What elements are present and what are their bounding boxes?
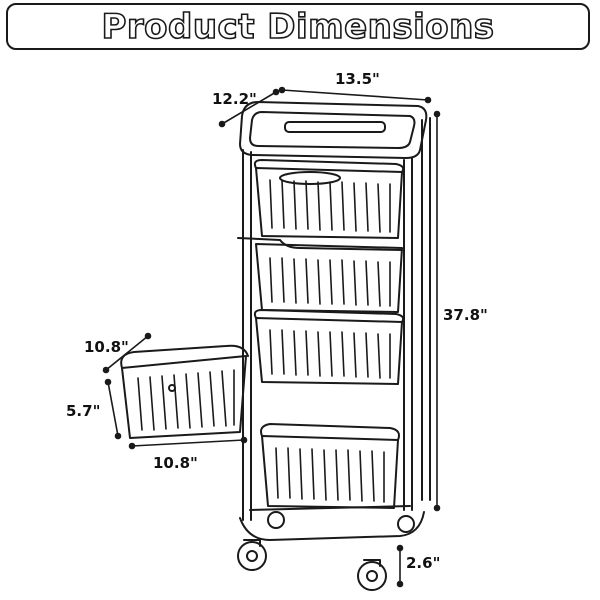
- height-label: 37.8": [443, 306, 488, 324]
- wheels: [237, 511, 415, 591]
- wheel-icon: [397, 515, 415, 533]
- top-width-label: 13.5": [335, 70, 380, 88]
- basket-depth-label: 10.8": [84, 338, 129, 356]
- wheel-icon: [357, 559, 387, 591]
- dimension-lines: [102, 86, 441, 588]
- basket-tier-1: [253, 159, 405, 239]
- basket-tier-4: [260, 423, 400, 509]
- basket-tier-3: [253, 309, 405, 385]
- basket-width-label: 10.8": [153, 454, 198, 472]
- cart-base: [239, 505, 425, 541]
- page-title: Product Dimensions: [101, 6, 495, 48]
- title-banner: Product Dimensions: [6, 3, 590, 50]
- basket-tier-2: [237, 237, 403, 313]
- wheel-height-label: 2.6": [406, 554, 441, 572]
- cart-frame: [242, 117, 431, 521]
- top-depth-label: 12.2": [212, 90, 257, 108]
- wheel-icon: [237, 539, 267, 571]
- detached-basket: [120, 344, 249, 439]
- basket-height-label: 5.7": [66, 402, 101, 420]
- top-tray: [239, 101, 428, 159]
- wheel-icon: [267, 511, 285, 529]
